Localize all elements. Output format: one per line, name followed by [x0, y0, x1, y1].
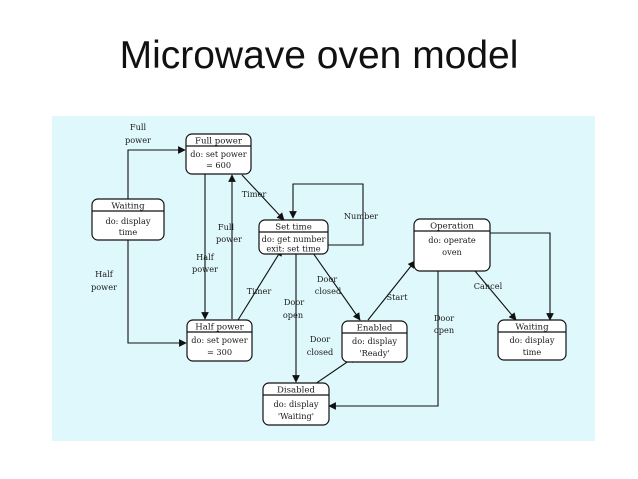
label-number: Number [344, 211, 378, 221]
state-set-time: Set time do: get number exit: set time [258, 219, 329, 255]
state-full-power: Full power do: set power = 600 [185, 133, 252, 175]
state-waiting-left: Waiting do: display time [91, 198, 165, 241]
label-door-closed-upper-2: closed [315, 286, 341, 296]
label-door-open-mid-1: Door [284, 297, 304, 307]
label-full-power-top-2: power [125, 135, 151, 145]
state-disabled-name: Disabled [277, 386, 316, 396]
label-cancel: Cancel [474, 281, 503, 291]
state-set-time-activity-2: exit: set time [266, 244, 320, 254]
state-half-power: Half power do: set power = 300 [186, 319, 253, 362]
state-full-power-activity-2: = 600 [206, 160, 231, 170]
state-enabled-name: Enabled [357, 324, 393, 334]
state-enabled: Enabled do: display 'Ready' [341, 320, 408, 363]
state-operation-activity-1: do: operate [428, 235, 476, 245]
label-door-open-mid-2: open [283, 310, 304, 320]
label-half-power-left-2: power [91, 282, 117, 292]
label-half-power-mid-1: Half [196, 252, 215, 262]
arrow-operation-to-disabled [328, 271, 439, 410]
state-full-power-name: Full power [195, 137, 243, 147]
state-set-time-name: Set time [275, 223, 312, 233]
state-waiting-right-activity-1: do: display [510, 335, 555, 345]
arrow-waiting-to-full-power [127, 146, 186, 199]
state-waiting-right-activity-2: time [523, 347, 542, 357]
state-set-time-activity-1: do: get number [262, 234, 326, 244]
state-half-power-activity-1: do: set power [191, 335, 247, 345]
label-door-closed-lower-2: closed [307, 347, 333, 357]
state-enabled-activity-2: 'Ready' [359, 348, 389, 358]
state-waiting-left-activity-1: do: display [106, 216, 151, 226]
state-waiting-right: Waiting do: display time [497, 319, 567, 361]
label-door-open-right-2: open [434, 325, 455, 335]
state-half-power-name: Half power [195, 323, 244, 333]
state-operation-name: Operation [430, 222, 474, 232]
arrow-full-power-to-set-time [241, 174, 285, 221]
label-timer-lower: Timer [247, 286, 272, 296]
state-enabled-activity-1: do: display [352, 336, 397, 346]
state-operation-activity-2: oven [442, 247, 462, 257]
label-timer-upper: Timer [242, 189, 267, 199]
state-operation: Operation do: operate oven [413, 218, 491, 272]
arrow-waiting-to-half-power [127, 240, 187, 347]
arrow-half-power-to-set-time [237, 248, 283, 321]
arrow-operation-to-waiting-right [490, 232, 554, 321]
label-full-power-mid-1: Full [218, 222, 235, 232]
label-full-power-top-1: Full [130, 122, 147, 132]
state-half-power-activity-2: = 300 [207, 347, 232, 357]
state-waiting-right-name: Waiting [515, 323, 549, 333]
label-door-closed-upper-1: Door [317, 274, 337, 284]
slide-title: Microwave oven model [119, 34, 519, 77]
state-waiting-left-activity-2: time [119, 227, 138, 237]
state-disabled: Disabled do: display 'Waiting' [262, 382, 330, 426]
arrow-set-time-to-enabled [312, 252, 361, 321]
label-door-open-right-1: Door [434, 313, 454, 323]
state-full-power-activity-1: do: set power [190, 149, 246, 159]
label-half-power-mid-2: power [192, 264, 218, 274]
label-full-power-mid-2: power [216, 234, 242, 244]
arrow-enabled-to-operation [367, 260, 416, 321]
label-door-closed-lower-1: Door [310, 334, 330, 344]
arrow-set-time-number-loop [289, 183, 364, 246]
arrow-operation-to-waiting [469, 264, 517, 321]
label-start: Start [387, 292, 409, 302]
state-disabled-activity-1: do: display [274, 399, 319, 409]
label-half-power-left-1: Half [95, 269, 114, 279]
state-disabled-activity-2: 'Waiting' [278, 411, 314, 421]
state-waiting-left-name: Waiting [111, 202, 145, 212]
